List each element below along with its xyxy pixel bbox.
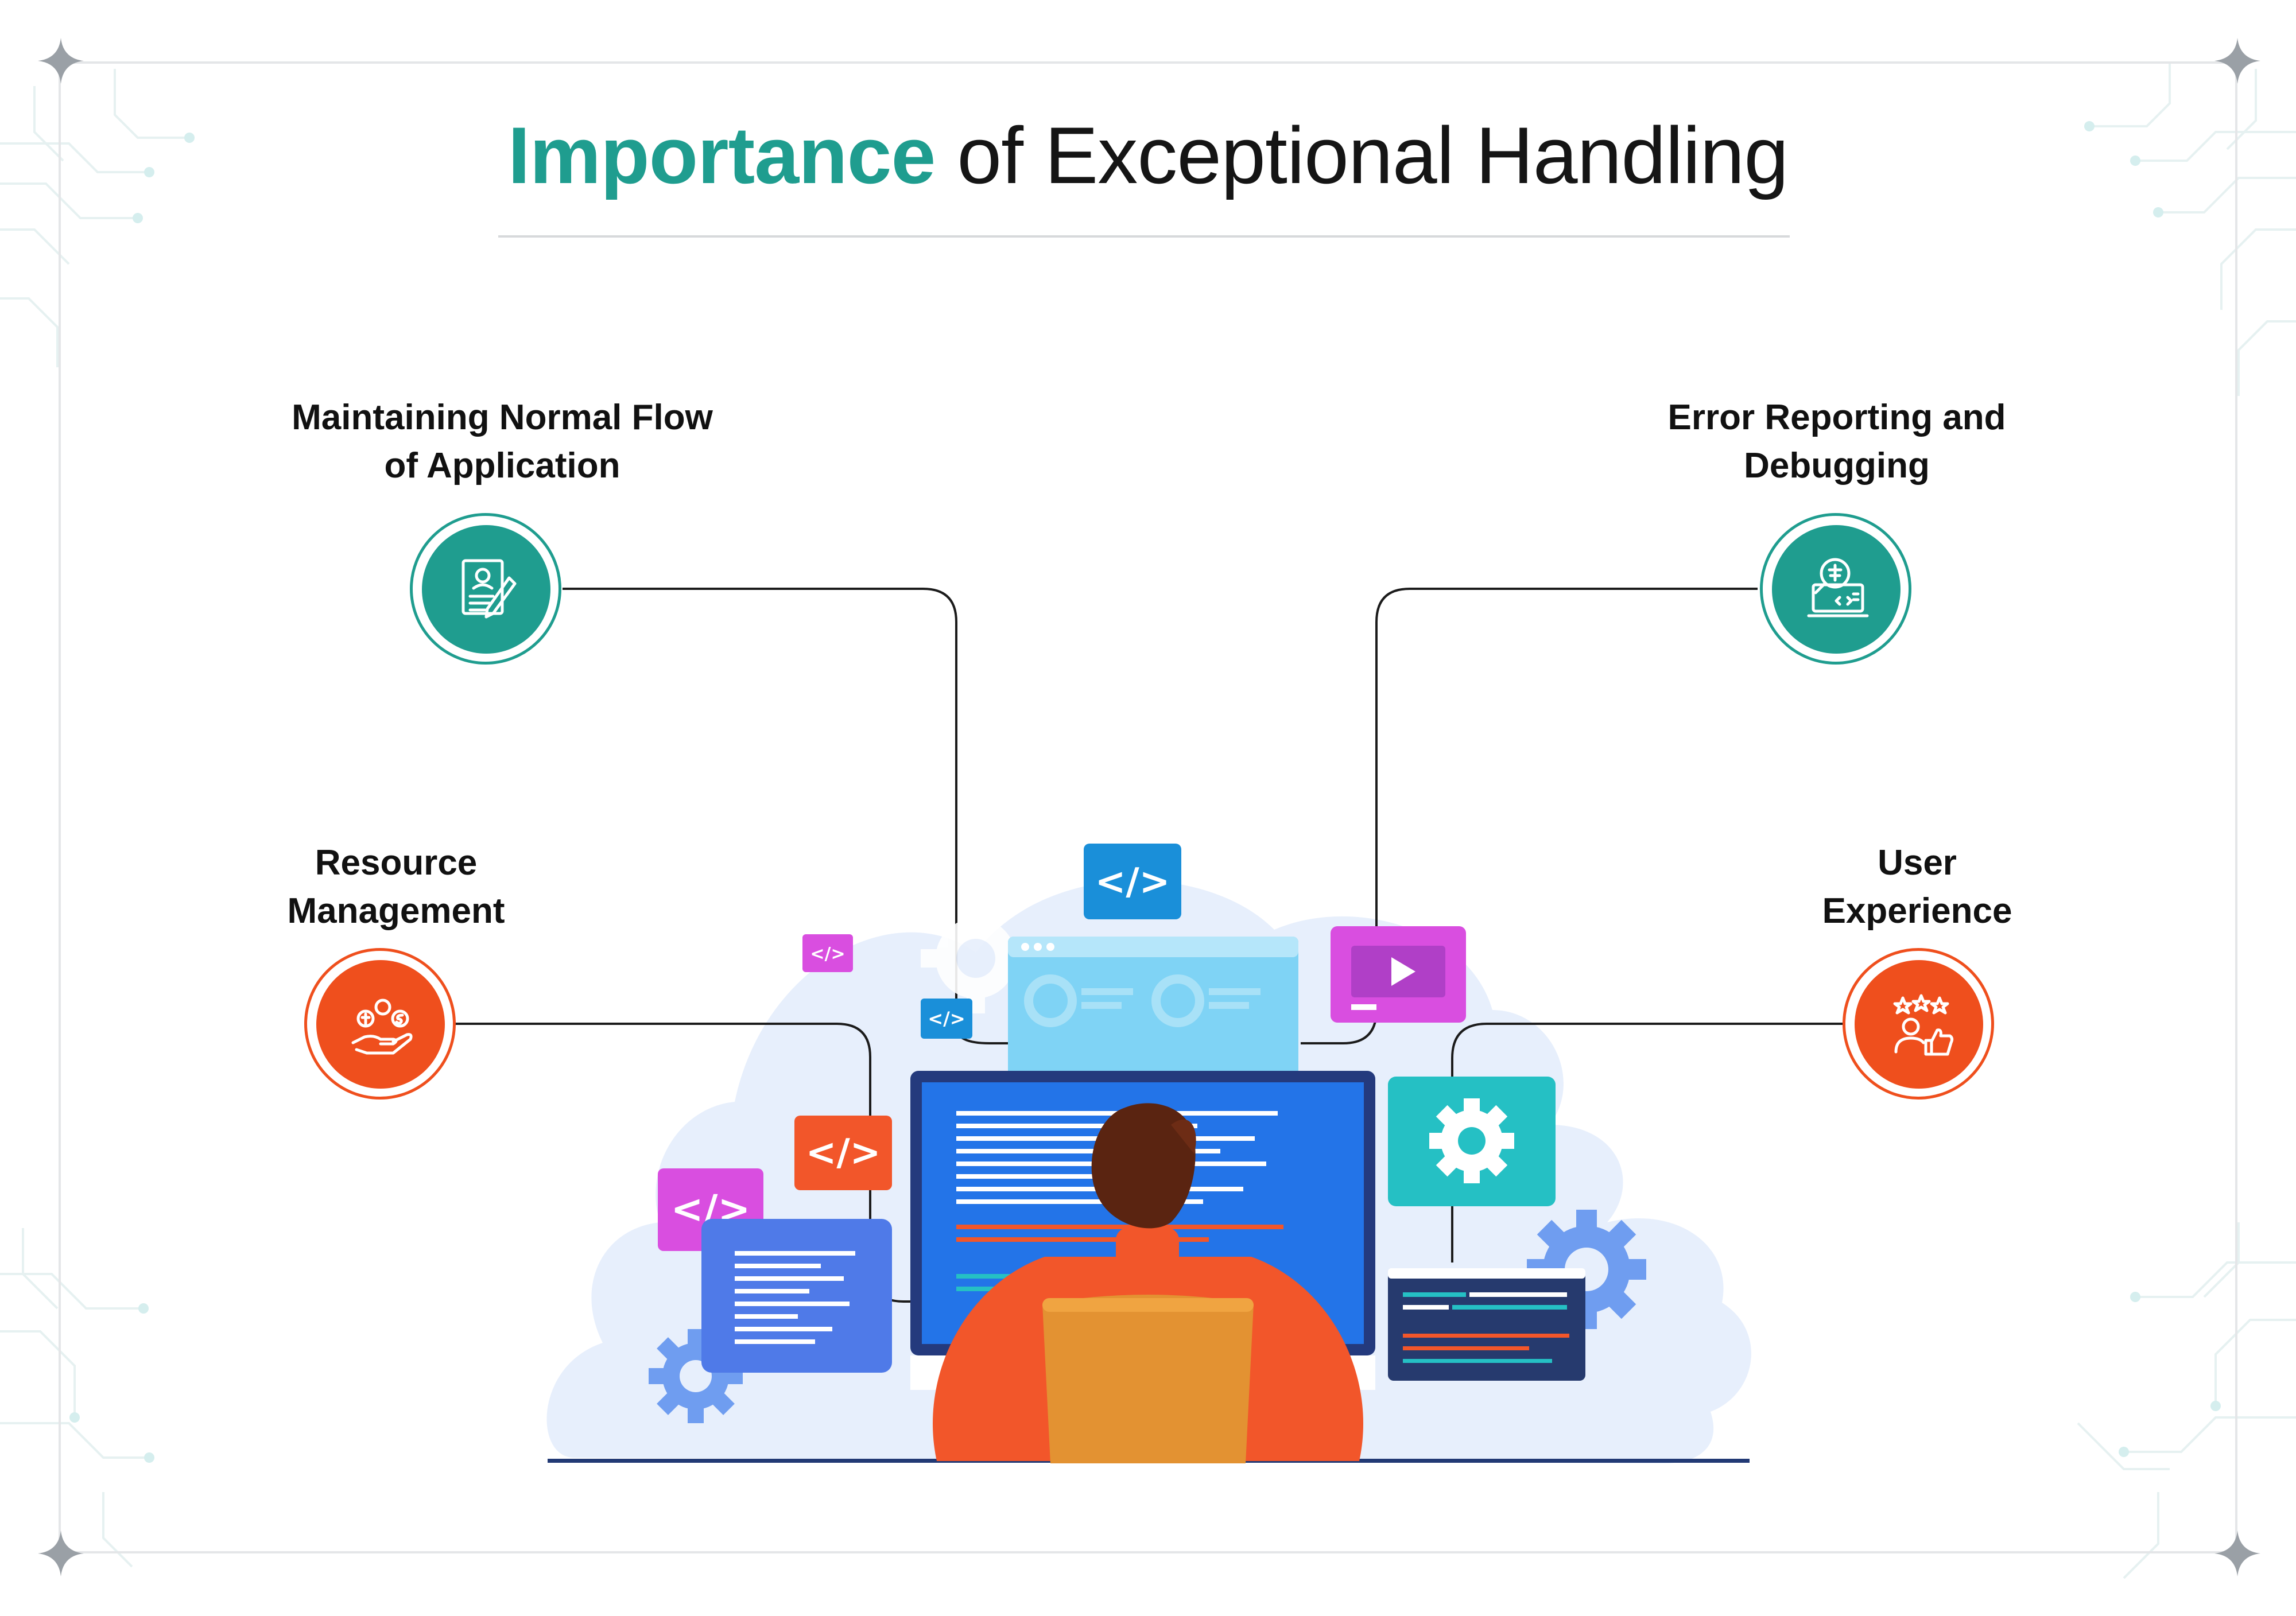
svg-text:</>: </> <box>806 1132 881 1174</box>
code-tag-small-blue-icon: </> <box>921 999 972 1039</box>
code-tag-top-icon: </> <box>1084 844 1181 919</box>
label-error-reporting: Error Reporting and Debugging <box>1667 398 2006 485</box>
code-tag-small-pink-icon: </> <box>802 934 853 972</box>
svg-text:</>: </> <box>1095 861 1170 903</box>
badge-maintaining-flow <box>410 513 561 665</box>
page-title: Importance of Exceptional Handling <box>0 109 2296 202</box>
svg-text:</>: </> <box>810 944 845 964</box>
title-rest: of Exceptional Handling <box>957 110 1789 200</box>
connector-user-experience <box>1451 1023 1849 1262</box>
browser-window <box>1008 937 1298 1089</box>
sparkle-bottom-right-icon <box>2214 1530 2260 1576</box>
svg-text:</>: </> <box>928 1008 965 1030</box>
title-divider <box>498 235 1790 238</box>
settings-tile-icon <box>1388 1077 1556 1206</box>
hand-resources-icon <box>351 999 413 1055</box>
rating-thumbs-up-icon <box>1893 994 1954 1056</box>
label-user-experience: User Experience <box>1822 843 2012 931</box>
document-profile-pen-icon <box>461 559 517 619</box>
connector-error-reporting <box>1301 588 1758 1044</box>
sparkle-top-left-icon <box>38 38 84 84</box>
sparkle-bottom-left-icon <box>38 1530 84 1576</box>
dark-code-window <box>1388 1268 1585 1381</box>
title-highlight: Importance <box>507 110 936 200</box>
chair <box>1042 1295 1254 1463</box>
video-player-icon <box>1331 926 1466 1023</box>
page-frame <box>59 61 2237 1553</box>
code-panel-left <box>701 1219 892 1373</box>
badge-resource-management <box>304 948 456 1100</box>
label-maintaining-flow: Maintaining Normal Flow of Application <box>292 398 713 485</box>
code-tag-orange-icon: </> <box>794 1116 892 1190</box>
sparkle-top-right-icon <box>2214 38 2260 84</box>
label-resource-management: Resource Management <box>287 843 505 931</box>
badge-error-reporting <box>1760 513 1911 665</box>
badge-user-experience <box>1843 948 1994 1100</box>
connector-maintaining-flow <box>563 588 957 1027</box>
gear-top-icon <box>921 903 1031 1013</box>
bug-search-laptop-icon <box>1807 558 1869 617</box>
